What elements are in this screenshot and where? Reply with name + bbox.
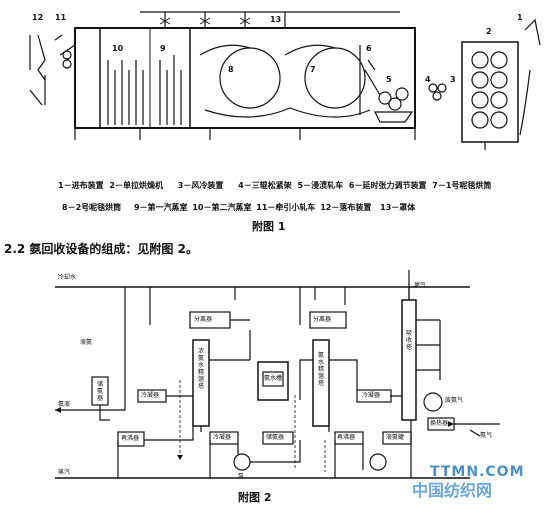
label-ammonia-liquid: 氨液 <box>58 401 71 408</box>
label-cooling-water: 冷却水 <box>58 274 77 281</box>
legend-item: 3－风冷装置 <box>177 181 224 190</box>
legend-item: 4－三辊松紧架 <box>238 181 292 190</box>
label-reboiler-1: 再沸器 <box>121 435 140 442</box>
separator-2 <box>309 311 347 329</box>
figure1-caption: 附图 1 <box>252 220 286 233</box>
hood-enclosure <box>74 27 416 129</box>
legend-item: 11－牵引小轧车 <box>256 203 316 212</box>
label-condenser-2: 冷凝器 <box>213 434 232 441</box>
legend-item: 10－第二汽蒸室 <box>192 203 252 212</box>
label-reboiler-2: 再沸器 <box>337 434 356 441</box>
fig1-number: 8 <box>228 65 234 74</box>
column-2 <box>312 339 330 427</box>
pump-1 <box>233 453 251 471</box>
reboiler-1 <box>117 431 145 447</box>
legend-item: 13－罩体 <box>380 203 416 212</box>
buffer-tank <box>257 361 289 401</box>
fig1-number: 4 <box>425 75 431 84</box>
legend-item: 6－延时张力调节装置 <box>348 181 427 190</box>
fig1-number: 1 <box>517 13 523 22</box>
absorber <box>401 299 417 421</box>
fig1-number: 7 <box>310 65 316 74</box>
single-dryer <box>461 41 519 143</box>
waste-gas-fan <box>423 392 443 412</box>
figure2-caption: 附图 2 <box>238 491 272 504</box>
fig1-number: 12 <box>32 13 44 22</box>
legend-item: 12－落布装置 <box>320 203 372 212</box>
label-separator-2: 分离器 <box>313 316 332 323</box>
label-pump: 泵 <box>238 473 245 480</box>
fig1-number: 9 <box>160 44 166 53</box>
legend-item: 8－2号呢毯烘筒 <box>62 203 122 212</box>
section-title: 2.2 氨回收设备的组成：见附图 2。 <box>4 242 198 256</box>
legend-item: 5－浸渍轧车 <box>297 181 344 190</box>
liquid-out-line <box>55 390 126 411</box>
label-storage-2: 储氨器 <box>266 434 285 441</box>
label-separator-1: 分离器 <box>194 316 213 323</box>
fig1-number: 11 <box>55 13 67 22</box>
watermark-url: TTMN.COM <box>430 464 525 480</box>
fig1-number: 6 <box>366 44 372 53</box>
fig1-number: 13 <box>270 15 282 24</box>
label-storage-1: 储氨器 <box>97 381 104 402</box>
label-condenser-1: 冷凝器 <box>141 392 160 399</box>
fig1-number: 10 <box>112 44 124 53</box>
label-column-2: 氨水精馏塔 <box>318 352 325 387</box>
label-steam: 蒸汽 <box>58 469 71 476</box>
label-buffer-tank: 氨水槽 <box>264 375 283 382</box>
legend-item: 2－单拉烘燥机 <box>109 181 163 190</box>
label-ammonia-gas: 氨气 <box>480 432 493 439</box>
label-liquid-ammonia: 液氨 <box>80 339 93 346</box>
legend-line-1: 1－进布装置 2－单拉烘燥机 3－风冷装置 4－三辊松紧架 5－浸渍轧车 6－延… <box>58 182 491 190</box>
label-storage-tank: 液氨罐 <box>386 434 405 441</box>
fig1-number: 3 <box>450 75 456 84</box>
label-heat-exchanger: 换热器 <box>430 420 449 427</box>
legend-item: 1－进布装置 <box>58 181 104 190</box>
fig1-number: 5 <box>386 75 392 84</box>
label-waste-gas: 废氨气 <box>445 397 464 404</box>
legend-item: 7－1号呢毯烘筒 <box>432 181 492 190</box>
pump-2 <box>369 453 387 471</box>
watermark-site: 中国纺织网 <box>412 481 493 500</box>
label-exhaust: 尾气 <box>414 282 427 289</box>
legend-line-2: 8－2号呢毯烘筒 9－第一汽蒸室 10－第二汽蒸室 11－牵引小轧车 12－落布… <box>62 204 415 212</box>
fig1-number: 2 <box>486 27 492 36</box>
label-absorber: 吸收塔 <box>406 330 413 351</box>
legend-item: 9－第一汽蒸室 <box>133 203 188 212</box>
label-column-1: 浓氨水精馏塔 <box>198 348 205 390</box>
felt-drum-1 <box>304 47 366 109</box>
felt-drum-2 <box>219 47 281 109</box>
label-condenser-3: 冷凝器 <box>362 392 381 399</box>
